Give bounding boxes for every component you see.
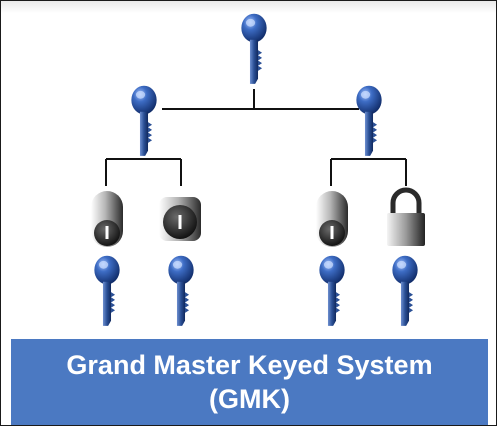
grand-master-key-icon — [241, 13, 267, 84]
master-key-right-icon — [356, 85, 382, 156]
change-key-1-icon — [94, 255, 120, 326]
diagram-subtitle: (GMK) — [209, 384, 290, 414]
padlock-icon — [387, 187, 425, 246]
change-key-2-icon — [168, 255, 194, 326]
rim-cylinder-icon — [159, 197, 201, 241]
master-key-left-icon — [131, 85, 157, 156]
change-key-4-icon — [392, 255, 418, 326]
mortise-cylinder-icon — [91, 191, 123, 247]
connector-lines — [105, 89, 407, 186]
mortise-cylinder-icon — [316, 191, 348, 247]
diagram-title: Grand Master Keyed System — [66, 350, 433, 380]
key-hierarchy-tree — [91, 13, 425, 326]
diagram-title-banner: Grand Master Keyed System (GMK) — [11, 339, 488, 425]
change-key-3-icon — [319, 255, 345, 326]
